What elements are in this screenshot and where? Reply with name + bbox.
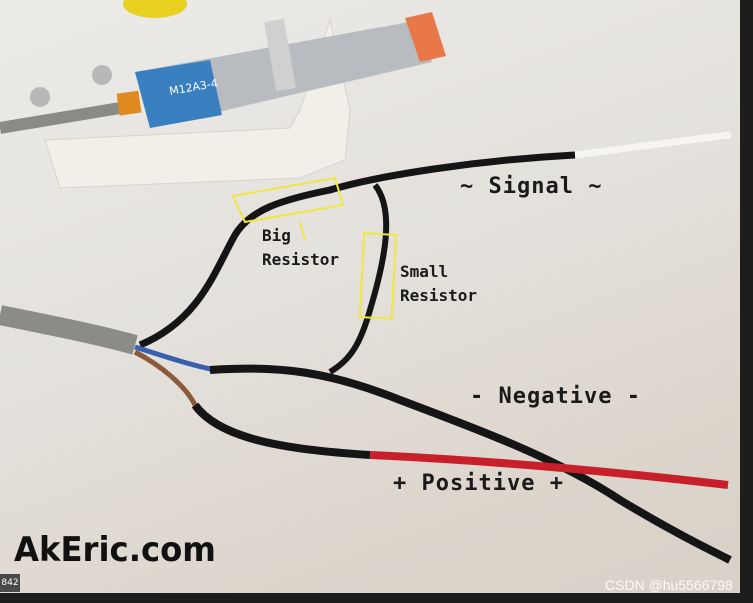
negative-label: - Negative - — [470, 384, 641, 409]
negative-wire — [209, 364, 732, 564]
big-resistor-label-line: Resistor — [262, 250, 340, 269]
wiring-illustration: M12A3-4 — [0, 0, 732, 564]
big-resistor-highlight — [231, 176, 345, 224]
signal-wire — [138, 151, 576, 349]
sensor-bracket — [44, 18, 351, 189]
positive-label: + Positive + — [393, 471, 564, 496]
small-resistor-label-line: Small — [400, 262, 449, 281]
photo: M12A3-4 ~ Signal ~ Big Resistor Small Re… — [0, 0, 740, 593]
positive-wire — [369, 451, 729, 489]
blue-wire — [134, 344, 216, 373]
signal-label: ~ Signal ~ — [460, 174, 603, 199]
highlight-pointer — [299, 221, 306, 241]
white-wire — [571, 131, 732, 159]
screw — [92, 65, 112, 85]
big-resistor-label: Big Resistor — [262, 224, 339, 272]
sensor-cable — [0, 102, 121, 134]
brand-logo-text: AkEric.com — [14, 530, 216, 570]
small-resistor-highlight — [358, 232, 398, 320]
big-resistor-label-line: Big — [262, 226, 291, 245]
small-resistor-wire — [328, 183, 390, 375]
positive-wire-sleeve — [191, 402, 371, 459]
small-resistor-label-line: Resistor — [400, 286, 478, 305]
image-badge: 842 — [0, 574, 20, 592]
watermark: CSDN @hu5566798 — [605, 577, 733, 593]
small-resistor-label: Small Resistor — [400, 260, 477, 308]
brown-wire — [133, 349, 198, 407]
main-cable — [0, 305, 138, 355]
screw — [30, 87, 50, 107]
yellow-part — [123, 0, 187, 18]
proximity-sensor: M12A3-4 — [116, 12, 446, 128]
